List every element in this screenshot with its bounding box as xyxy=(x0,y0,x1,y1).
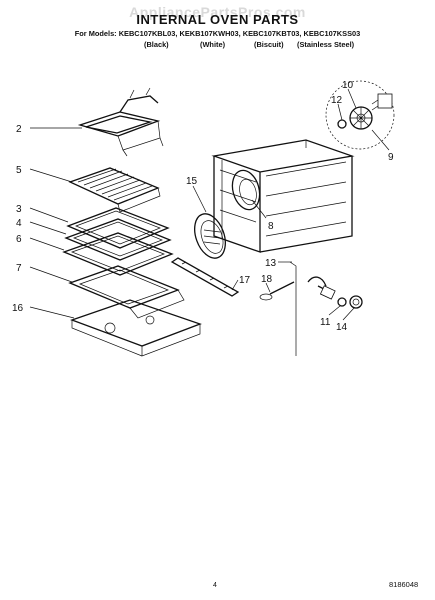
variant-black: (Black) xyxy=(144,40,169,49)
leader-lines xyxy=(29,88,390,321)
document-number: 8186048 xyxy=(389,580,419,589)
callout-8: 8 xyxy=(268,221,274,232)
callout-16: 16 xyxy=(12,303,24,314)
variant-white: (White) xyxy=(200,40,226,49)
models-line: For Models: KEBC107KBL03, KEKB107KWH03, … xyxy=(74,29,361,38)
broil-element-drawing xyxy=(77,87,164,157)
callout-9: 9 xyxy=(388,152,394,163)
callout-4: 4 xyxy=(16,218,22,229)
callout-13: 13 xyxy=(265,258,277,269)
page-title: INTERNAL OVEN PARTS xyxy=(136,12,299,27)
probe-drawing xyxy=(259,281,295,301)
convection-motor-drawing xyxy=(325,80,395,150)
sensor-lamp-drawing xyxy=(289,261,363,356)
oven-liner-drawing xyxy=(62,207,174,276)
oven-rack-drawing xyxy=(68,167,161,213)
page-number: 4 xyxy=(213,582,217,589)
callout-labels: 2 5 3 4 6 7 16 15 8 9 10 12 13 17 18 11 … xyxy=(12,80,394,333)
variant-biscuit: (Biscuit) xyxy=(254,40,284,49)
callout-12: 12 xyxy=(331,95,343,106)
bake-element-drawing xyxy=(68,265,185,319)
bracket-strip-drawing xyxy=(170,257,240,297)
watermark: AppliancePartsPros.com xyxy=(129,4,306,20)
callout-5: 5 xyxy=(16,165,22,176)
variant-stainless-steel: (Stainless Steel) xyxy=(297,40,355,49)
fan-cover-drawing xyxy=(194,213,226,259)
callout-18: 18 xyxy=(261,274,273,285)
callout-11: 11 xyxy=(320,317,331,328)
callout-14: 14 xyxy=(336,322,348,333)
drawer-pan-drawing xyxy=(70,299,202,357)
callout-10: 10 xyxy=(342,80,354,91)
callout-6: 6 xyxy=(16,234,22,245)
oven-cavity-drawing xyxy=(211,139,355,253)
callout-2: 2 xyxy=(16,124,22,135)
callout-7: 7 xyxy=(16,263,22,274)
callout-15: 15 xyxy=(186,176,198,187)
callout-3: 3 xyxy=(16,204,22,215)
callout-17: 17 xyxy=(239,275,251,286)
